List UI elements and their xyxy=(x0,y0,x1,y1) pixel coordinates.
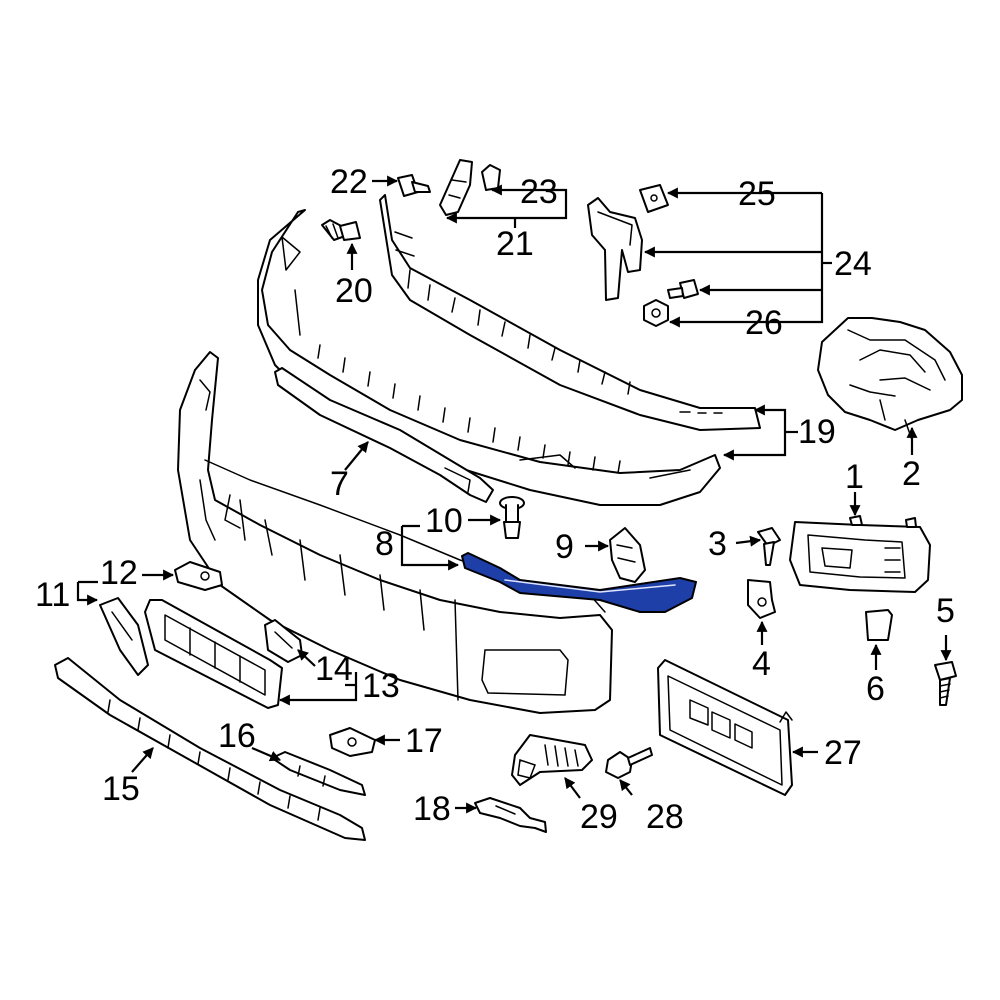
callout-9: 9 xyxy=(555,528,574,566)
callout-29: 29 xyxy=(580,798,618,836)
part-21-bracket xyxy=(439,159,473,216)
callout-2: 2 xyxy=(902,455,921,493)
part-25-nut xyxy=(639,184,669,213)
callout-24: 24 xyxy=(834,245,872,283)
part-3-screw xyxy=(757,527,781,566)
part-26-fasteners xyxy=(643,279,699,327)
callout-19: 19 xyxy=(798,413,836,451)
callout-10: 10 xyxy=(425,502,463,540)
part-27-license-plate-bracket xyxy=(657,659,793,796)
part-15-lower-valance xyxy=(54,657,366,841)
part-17-clip xyxy=(329,727,376,757)
part-28-bolt xyxy=(605,747,653,779)
callout-12: 12 xyxy=(100,554,138,592)
callout-27: 27 xyxy=(824,734,862,772)
part-19-upper-cover xyxy=(379,194,761,431)
callout-28: 28 xyxy=(646,798,684,836)
callout-15: 15 xyxy=(102,770,140,808)
part-18-bracket xyxy=(474,797,547,833)
part-7-strip xyxy=(274,367,494,503)
callout-4: 4 xyxy=(752,645,771,683)
callout-16: 16 xyxy=(218,717,256,755)
callout-23: 23 xyxy=(520,173,558,211)
callout-labels: 1 2 3 4 5 6 7 8 9 10 11 12 13 14 15 16 1… xyxy=(35,163,955,836)
part-16-strip xyxy=(271,751,366,796)
leader-lines xyxy=(76,175,952,814)
callout-26: 26 xyxy=(745,304,783,342)
callout-6: 6 xyxy=(866,670,885,708)
callout-1: 1 xyxy=(845,458,864,496)
main-bumper xyxy=(177,351,613,714)
callout-21: 21 xyxy=(496,225,534,263)
part-24-bracket xyxy=(587,197,643,301)
callout-8: 8 xyxy=(375,525,394,563)
part-20-bolt xyxy=(321,219,361,241)
callout-14: 14 xyxy=(315,650,353,688)
callout-20: 20 xyxy=(335,272,373,310)
callout-11: 11 xyxy=(35,576,70,614)
part-22-bolt xyxy=(397,174,431,197)
part-11-insert xyxy=(99,597,149,676)
part-6-cover xyxy=(865,609,893,641)
callout-18: 18 xyxy=(413,790,451,828)
part-10-push-pin xyxy=(499,496,525,539)
part-8-bracket-highlighted xyxy=(461,552,697,613)
part-1-fog-lamp xyxy=(789,515,931,593)
callout-7: 7 xyxy=(330,465,349,503)
callout-5: 5 xyxy=(936,592,955,630)
callout-17: 17 xyxy=(405,722,443,760)
part-4-clip xyxy=(747,579,776,619)
part-23-clip xyxy=(481,164,501,191)
part-5-bolt xyxy=(934,661,957,706)
part-13-grille xyxy=(144,599,283,709)
callout-13: 13 xyxy=(362,667,400,705)
part-12-clip xyxy=(174,561,223,591)
part-7-upper-valance xyxy=(257,209,721,506)
highlight-shape xyxy=(461,552,697,613)
callout-22: 22 xyxy=(330,163,368,201)
part-9-clip xyxy=(609,527,646,583)
part-29-tow-hook xyxy=(511,734,593,786)
callout-3: 3 xyxy=(708,525,727,563)
callout-25: 25 xyxy=(738,175,776,213)
part-2-lamp-bracket xyxy=(817,317,963,441)
